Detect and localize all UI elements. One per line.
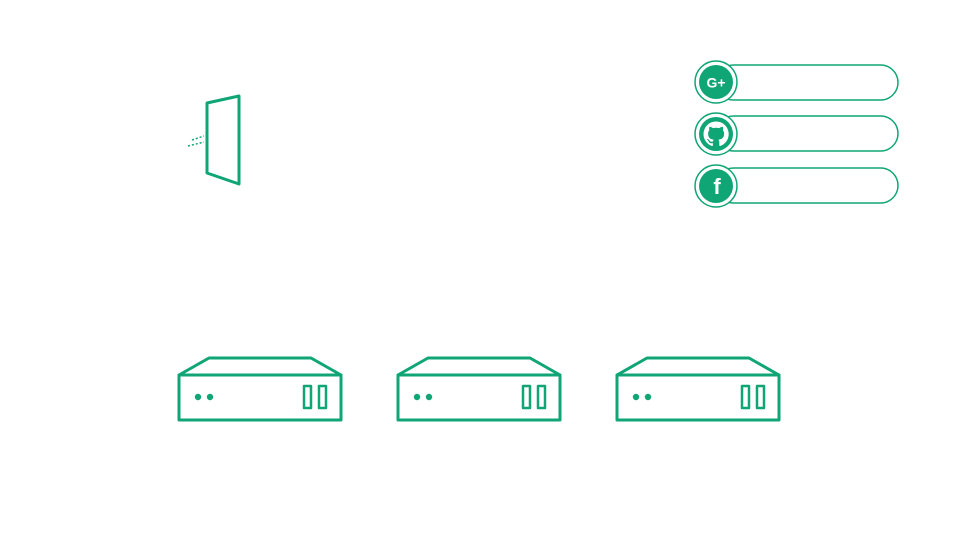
- server-drive-bay: [755, 384, 766, 410]
- server-led: [425, 393, 433, 401]
- door-open-icon: [187, 94, 241, 186]
- server-led: [194, 393, 202, 401]
- github-glyph: [703, 121, 729, 147]
- social-button-pill[interactable]: [715, 64, 899, 101]
- social-button-facebook[interactable]: f: [694, 164, 899, 208]
- server-led: [632, 393, 640, 401]
- social-button-google[interactable]: G+: [694, 60, 899, 104]
- server-led: [206, 393, 214, 401]
- google-plus-icon: [699, 65, 733, 99]
- server-led: [413, 393, 421, 401]
- server-drive-bay: [302, 384, 313, 410]
- door-swing-lines: [187, 135, 205, 147]
- social-button-pill[interactable]: [715, 167, 899, 204]
- social-button-github[interactable]: [694, 112, 899, 156]
- server-drive-bay: [740, 384, 751, 410]
- google-plus-glyph: G+: [706, 75, 725, 91]
- server-led: [644, 393, 652, 401]
- server-icon: [177, 356, 343, 422]
- social-button-pill[interactable]: [715, 115, 899, 152]
- server-drive-bay: [521, 384, 532, 410]
- facebook-glyph: f: [713, 174, 721, 199]
- server-icon: [615, 356, 781, 422]
- server-icon: [396, 356, 562, 422]
- facebook-icon: [699, 169, 733, 203]
- server-drive-bay: [317, 384, 328, 410]
- server-drive-bay: [536, 384, 547, 410]
